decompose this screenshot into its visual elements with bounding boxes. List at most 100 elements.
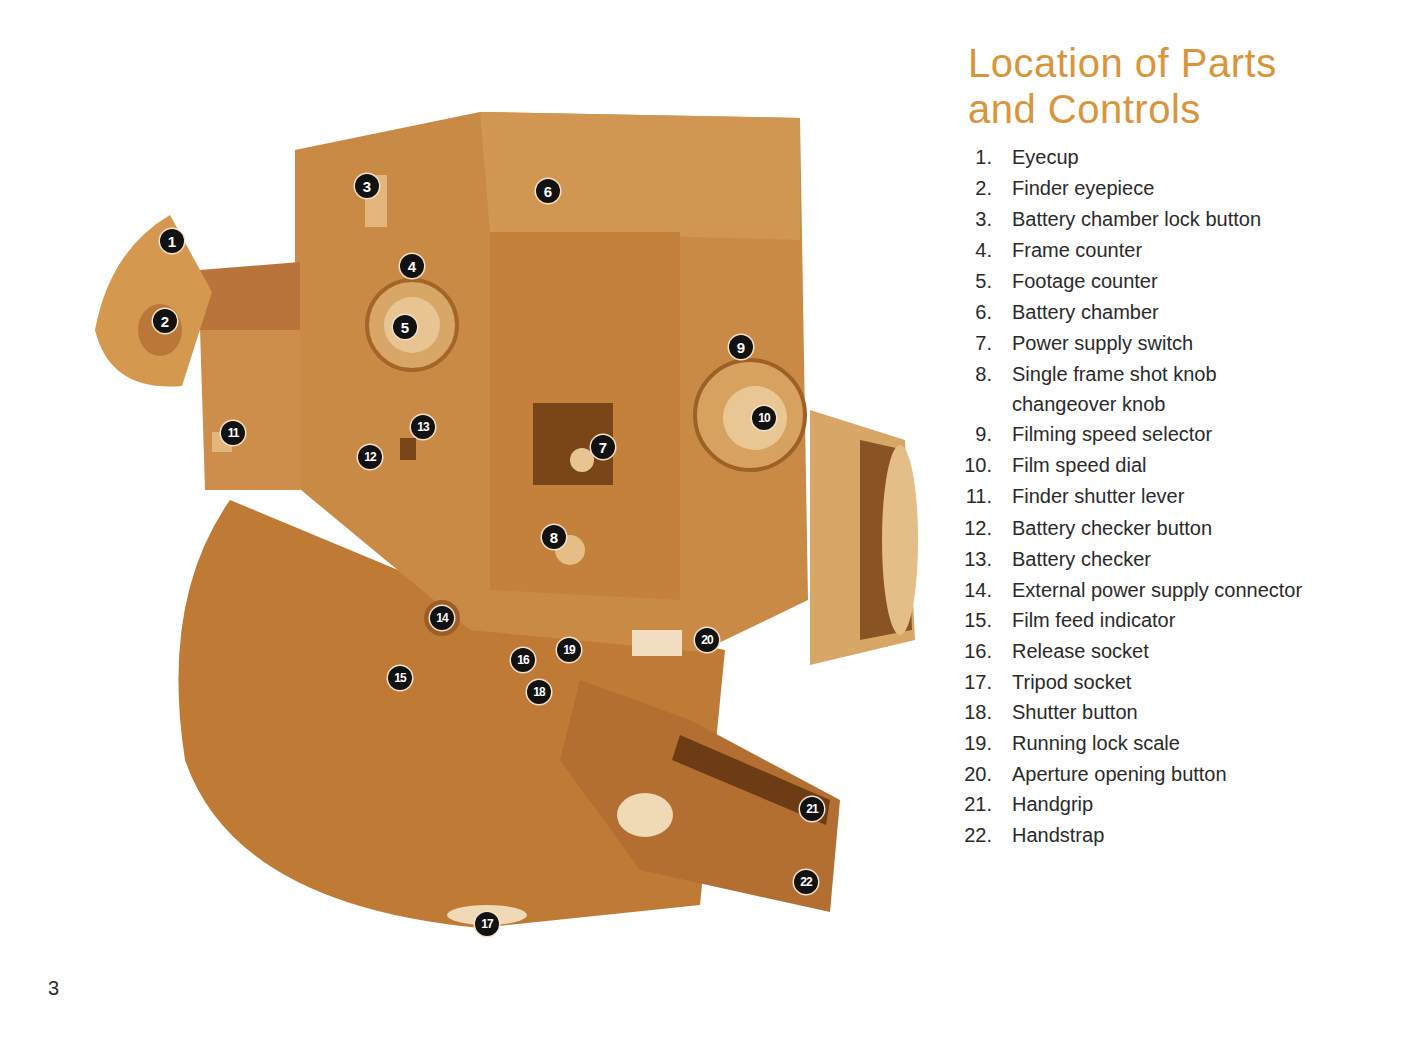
part-name: Finder eyepiece (1012, 173, 1154, 203)
part-name: Filming speed selector (1012, 419, 1212, 449)
eyepiece-lens (138, 304, 182, 356)
item-number: 22. (952, 820, 992, 850)
callout-number: 9 (729, 335, 753, 359)
callout-text: 11 (228, 427, 239, 439)
item-number: 12. (952, 513, 992, 543)
callout-text: 13 (417, 421, 428, 433)
page-title: Location of Parts and Controls (968, 40, 1348, 132)
item-number: 20. (952, 759, 992, 789)
callout-number: 10 (752, 406, 776, 430)
handgrip-shape (560, 680, 840, 912)
callout-text: 4 (408, 259, 416, 274)
item-number: 2. (952, 173, 992, 203)
callout-number: 11 (221, 421, 245, 445)
power-connector (424, 600, 460, 636)
part-name: Power supply switch (1012, 328, 1193, 358)
callout-text: 17 (481, 918, 492, 930)
item-number: 21. (952, 789, 992, 819)
callout-number: 21 (800, 797, 824, 821)
eyepiece-tube (200, 262, 300, 335)
switch-plate (533, 403, 613, 485)
page-number: 3 (48, 973, 59, 1003)
callout-number: 2 (153, 309, 177, 333)
callout-text: 20 (701, 634, 712, 646)
callout-number: 22 (794, 870, 818, 894)
item-number: 7. (952, 328, 992, 358)
part-name: Aperture opening button (1012, 759, 1227, 789)
eyecup-shape (95, 215, 212, 387)
callout-text: 7 (599, 440, 607, 455)
callout-text: 9 (737, 340, 745, 355)
feed-window (632, 630, 682, 656)
grip-button (617, 793, 673, 837)
film-speed-dial (723, 386, 787, 450)
part-name: Battery chamber lock button (1012, 204, 1261, 234)
callout-number: 16 (511, 648, 535, 672)
callout-number: 4 (400, 254, 424, 278)
item-number: 16. (952, 636, 992, 666)
callout-number: 3 (355, 174, 379, 198)
callout-number: 5 (393, 315, 417, 339)
camera-body (295, 112, 808, 652)
callout-text: 22 (800, 876, 811, 888)
part-name: Handstrap (1012, 820, 1104, 850)
item-number: 13. (952, 544, 992, 574)
callout-text: 6 (544, 184, 552, 199)
callout-number: 18 (527, 680, 551, 704)
item-number: 3. (952, 204, 992, 234)
callout-number: 13 (411, 415, 435, 439)
part-name: Tripod socket (1012, 667, 1131, 697)
counter-window (384, 297, 440, 353)
finder-housing (200, 330, 300, 490)
callout-number: 17 (475, 912, 499, 936)
item-number: 5. (952, 266, 992, 296)
item-number: 11. (952, 481, 992, 511)
callout-text: 18 (533, 686, 544, 698)
callout-text: 21 (806, 803, 817, 815)
part-name: Film feed indicator (1012, 605, 1175, 635)
item-number: 17. (952, 667, 992, 697)
lens-front (882, 445, 918, 635)
part-name: External power supply connector (1012, 575, 1302, 605)
power-switch (570, 448, 594, 472)
callout-text: 8 (550, 530, 558, 545)
item-number: 1. (952, 142, 992, 172)
item-number: 10. (952, 450, 992, 480)
part-name: Battery chamber (1012, 297, 1159, 327)
item-number: 15. (952, 605, 992, 635)
callout-text: 12 (364, 451, 375, 463)
item-number: 19. (952, 728, 992, 758)
item-number: 6. (952, 297, 992, 327)
callout-number: 6 (536, 179, 560, 203)
callout-text: 15 (394, 672, 405, 684)
item-number: 4. (952, 235, 992, 265)
callout-text: 14 (436, 612, 447, 624)
callout-text: 2 (161, 314, 169, 329)
item-number: 14. (952, 575, 992, 605)
callout-text: 10 (758, 412, 769, 424)
front-face (490, 232, 680, 600)
callout-text: 5 (401, 320, 409, 335)
part-name: Battery checker (1012, 544, 1151, 574)
callout-text: 19 (563, 644, 574, 656)
part-name: Finder shutter lever (1012, 481, 1184, 511)
part-name: Single frame shot knob changeover knob (1012, 359, 1274, 419)
part-name: Film speed dial (1012, 450, 1147, 480)
part-name: Frame counter (1012, 235, 1142, 265)
callout-number: 7 (591, 435, 615, 459)
part-name: Release socket (1012, 636, 1149, 666)
counter-ring (367, 280, 457, 370)
callout-text: 1 (168, 234, 176, 249)
part-name: Handgrip (1012, 789, 1093, 819)
callout-text: 16 (517, 654, 528, 666)
callout-number: 1 (160, 229, 184, 253)
callout-number: 8 (542, 525, 566, 549)
part-name: Running lock scale (1012, 728, 1180, 758)
part-name: Battery checker button (1012, 513, 1212, 543)
item-number: 18. (952, 697, 992, 727)
callout-number: 20 (695, 628, 719, 652)
speed-dial (695, 360, 805, 470)
body-top (480, 112, 800, 240)
callout-number: 12 (358, 445, 382, 469)
